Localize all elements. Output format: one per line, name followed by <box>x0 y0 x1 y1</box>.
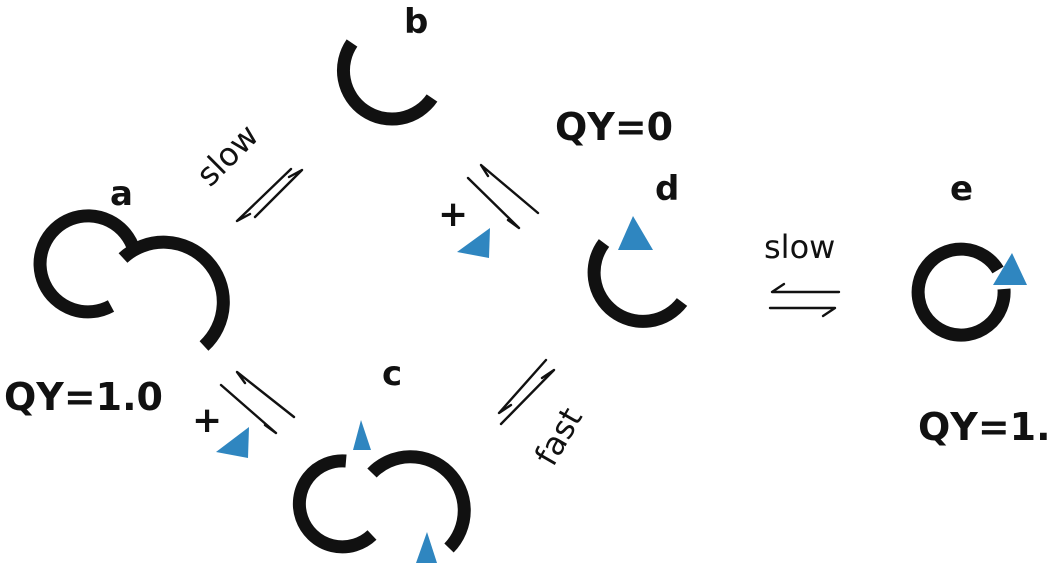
species-a-qy: QY=1.0 <box>4 375 163 419</box>
rate-label-a-b: slow <box>189 116 266 193</box>
species-c-left-ring <box>292 454 377 554</box>
species-d-label: d <box>655 169 679 209</box>
species-b-label: b <box>404 2 428 42</box>
species-e-ring <box>911 242 1011 342</box>
species-c-label: c <box>382 354 402 394</box>
species-e-label: e <box>950 169 973 209</box>
species-e-qy: QY=1.7 <box>918 405 1050 449</box>
rate-label-d-c: fast <box>527 401 590 472</box>
equilibrium-arrow-b-d <box>466 163 540 230</box>
species-a-label: a <box>110 174 133 214</box>
equilibrium-arrow-a-c <box>219 370 296 435</box>
species-c-right-ring <box>367 450 471 553</box>
species-b-qy: QY=0 <box>555 105 673 149</box>
plus-sign-b-d: + <box>438 194 468 235</box>
ligand-triangle-icon <box>416 532 437 563</box>
species-a-right-ring <box>118 235 230 351</box>
ligand-triangle-icon <box>353 420 371 450</box>
plus-sign-a-c: + <box>192 400 222 441</box>
species-a-dimer <box>33 209 230 351</box>
rate-label-d-e: slow <box>764 228 835 266</box>
ligand-triangle-icon <box>457 228 490 258</box>
equilibrium-arrow-a-b <box>235 167 304 223</box>
species-b-ring <box>336 39 438 126</box>
equilibrium-arrow-d-e <box>768 282 841 318</box>
species-a-left-ring <box>33 209 141 319</box>
species-c-dimer <box>292 450 471 554</box>
ligand-triangle-icon <box>618 216 653 250</box>
equilibrium-arrow-d-c <box>497 358 556 426</box>
ligand-triangle-icon <box>216 427 249 458</box>
ligand-triangle-icon <box>993 253 1027 285</box>
species-d-ring <box>587 239 688 328</box>
